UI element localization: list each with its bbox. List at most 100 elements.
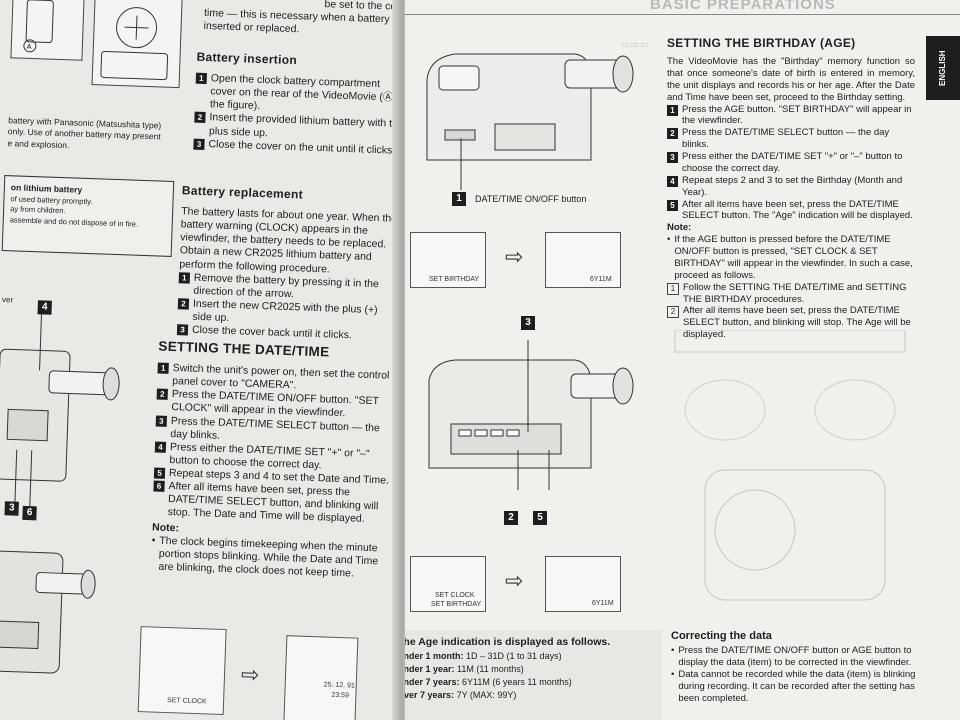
birthday-note-label: Note: (667, 222, 692, 234)
correcting-bullet-text: Data cannot be recorded while the data (… (678, 668, 916, 704)
age-row-value: 11M (11 months) (457, 664, 524, 675)
battery-door-illustration: A (23, 0, 54, 53)
bullet-icon: • (151, 534, 156, 547)
callout-3: 3 (521, 316, 535, 330)
ver-label: ver (1, 295, 14, 305)
step-number: 2 (667, 128, 678, 140)
header-rule (405, 14, 960, 15)
viewfinder-text: SET BIRTHDAY (429, 276, 480, 283)
correcting-bullets: •Press the DATE/TIME ON/OFF button or AG… (671, 645, 917, 704)
step-text: Press either the DATE/TIME SET "+" or "–… (682, 151, 903, 174)
birthday-step: 5 After all items have been set, press th… (667, 199, 915, 223)
step-number: 6 (153, 480, 165, 492)
birthday-substeps: 1 Follow the SETTING THE DATE/TIME and SE… (667, 282, 915, 341)
step-number: 1 (157, 362, 169, 374)
age-row: Under 1 year: 11M (11 months) (405, 663, 662, 676)
substep-text: Follow the SETTING THE DATE/TIME and SET… (683, 281, 907, 305)
age-row-value: 6Y11M (6 years 11 months) (462, 677, 572, 688)
callout-1-label: DATE/TIME ON/OFF button (475, 194, 587, 204)
step-number: 5 (667, 199, 678, 211)
age-row-label: Under 1 month: (405, 651, 464, 661)
step-text: Open the clock battery compartment cover… (209, 72, 400, 113)
viewfinder-date-time: 25. 12. 91 23:59 (283, 635, 359, 720)
step-number: 1 (178, 271, 191, 284)
bullet-icon: • (671, 645, 675, 656)
step-number: 1 (667, 104, 678, 116)
step-number: 5 (153, 467, 166, 479)
viewfinder-set-clock: SET CLOCK (137, 626, 227, 716)
age-table-rows: Under 1 month: 1D – 31D (1 to 31 days) U… (405, 650, 662, 702)
faint-header: BASIC PREPARATIONS (650, 0, 836, 13)
viewfinder-text: SET CLOCK (166, 697, 207, 706)
step-text: Press the DATE/TIME SELECT button — the … (682, 127, 890, 151)
battery-replacement-section: Battery replacement The battery lasts fo… (176, 183, 400, 344)
battery-insertion-heading: Battery insertion (196, 49, 298, 68)
right-page: BASIC PREPARATIONS ENGLISH 1 DATE/TIME O… (405, 0, 960, 720)
age-row-value: 7Y (MAX: 99Y) (456, 690, 517, 701)
birthday-heading: SETTING THE BIRTHDAY (AGE) (667, 36, 856, 50)
step-number: 2 (156, 388, 168, 401)
age-row: Under 7 years: 6Y11M (6 years 11 months) (405, 676, 662, 689)
birthday-step: 2 Press the DATE/TIME SELECT button — the… (667, 127, 915, 151)
svg-text:A: A (27, 44, 32, 51)
caution-box: on lithium battery of used battery promp… (1, 175, 175, 257)
step-text: After all items have been set, press the… (167, 480, 379, 526)
correcting-bullet: •Press the DATE/TIME ON/OFF button or AG… (671, 645, 917, 669)
correcting-section: Correcting the data •Press the DATE/TIME… (671, 630, 917, 704)
correcting-heading: Correcting the data (671, 630, 772, 642)
battery-figure-b (91, 0, 183, 89)
top-fragment: be set to the correct time — this is nec… (203, 0, 400, 41)
step-number: 3 (155, 414, 168, 427)
arrow-icon: ⇨ (505, 244, 524, 269)
age-row-label: Under 1 year: (405, 664, 455, 675)
camcorder-lower-illustration (0, 550, 96, 674)
viewfinder-age: 6Y11M (545, 232, 621, 288)
birthday-note: •If the AGE button is pressed before the… (667, 234, 915, 282)
correcting-bullet-text: Press the DATE/TIME ON/OFF button or AGE… (678, 645, 912, 668)
viewfinder-set-birthday: SET BIRTHDAY (410, 232, 486, 288)
bullet-icon: • (667, 234, 671, 246)
faint-background-illustration (674, 330, 906, 601)
battery-insert-illustration (100, 7, 169, 81)
callout-2: 2 (504, 511, 518, 525)
battery-figure-a: A (10, 0, 85, 61)
birthday-intro: The VideoMovie has the "Birthday" memory… (667, 56, 915, 103)
step-number: 2 (194, 112, 206, 124)
step-number: 3 (193, 138, 205, 150)
left-page-content: A be set to the correct time — this is n… (0, 0, 400, 720)
viewfinder-text: 6Y11M (590, 276, 612, 283)
callout-1: 1 (452, 192, 466, 206)
battery-replacement-para: The battery lasts for about one year. Wh… (179, 205, 398, 275)
step-text: Repeat steps 2 and 3 to set the Birthday… (682, 174, 903, 198)
callout-3: 3 (4, 501, 19, 516)
date-time-note-text: The clock begins timekeeping when the mi… (158, 534, 379, 580)
age-table: The Age indication is displayed as follo… (405, 630, 662, 720)
callout-5: 5 (533, 511, 547, 525)
birthday-substep: 1 Follow the SETTING THE DATE/TIME and SE… (667, 282, 915, 306)
camcorder-rear-illustration (426, 53, 634, 190)
step-text: Press the AGE button. "SET BIRTHDAY" wil… (682, 103, 912, 127)
viewfinder-text: SET BIRTHDAY (431, 601, 482, 608)
date-time-note: •The clock begins timekeeping when the m… (151, 534, 388, 582)
battery-replacement-heading: Battery replacement (181, 183, 304, 202)
birthday-section: SETTING THE BIRTHDAY (AGE) The VideoMovi… (667, 36, 915, 341)
age-row-label: Over 7 years: (405, 690, 455, 701)
faint-column-text: ▭ ▭ ▭ (621, 40, 649, 49)
step-text: After all items have been set, press the… (682, 198, 913, 222)
substep-number: 1 (667, 282, 679, 295)
birthday-step: 1 Press the AGE button. "SET BIRTHDAY" wi… (667, 104, 915, 128)
age-row: Over 7 years: 7Y (MAX: 99Y) (405, 689, 662, 702)
age-row: Under 1 month: 1D – 31D (1 to 31 days) (405, 650, 662, 663)
substep-text: After all items have been set, press the… (683, 305, 911, 341)
english-tab: ENGLISH (926, 36, 960, 100)
step-number: 3 (176, 324, 189, 336)
step-number: 4 (154, 441, 167, 453)
